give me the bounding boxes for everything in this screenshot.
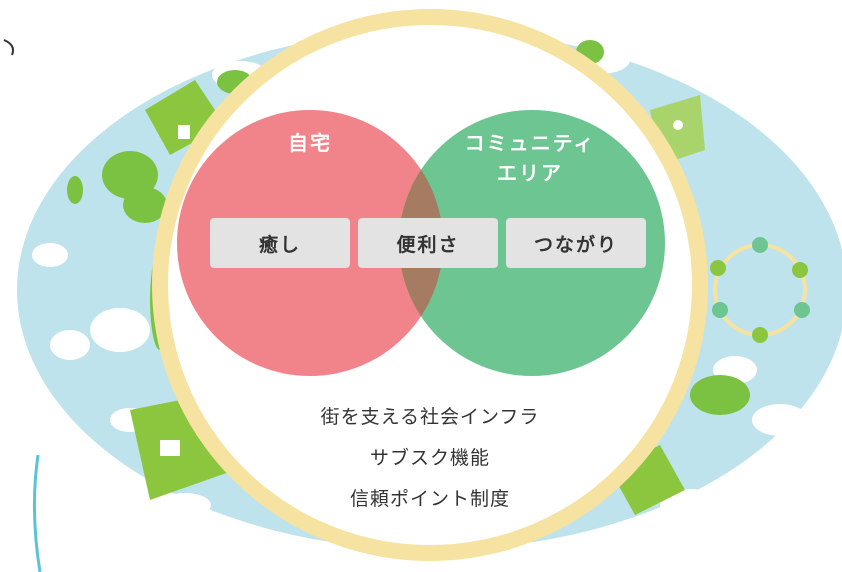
box-healing: 癒し (210, 218, 350, 268)
corner-mark (3, 39, 14, 56)
infra-line-2: サブスク機能 (369, 447, 490, 469)
frame-line (32, 454, 42, 572)
infra-line-1: 街を支える社会インフラ (320, 406, 540, 428)
ferris-wheel (710, 237, 810, 343)
circle-community-line1: コミュニティ (464, 131, 596, 155)
infra-line-3: 信頼ポイント制度 (349, 488, 510, 510)
circle-home-label: 自宅 (288, 131, 332, 155)
circle-community-line2: エリア (497, 161, 563, 185)
circle-community-label: コミュニティ エリア (440, 128, 620, 188)
house-topleft (145, 80, 225, 155)
box-convenience: 便利さ (358, 218, 498, 268)
box-connection: つながり (506, 218, 646, 268)
